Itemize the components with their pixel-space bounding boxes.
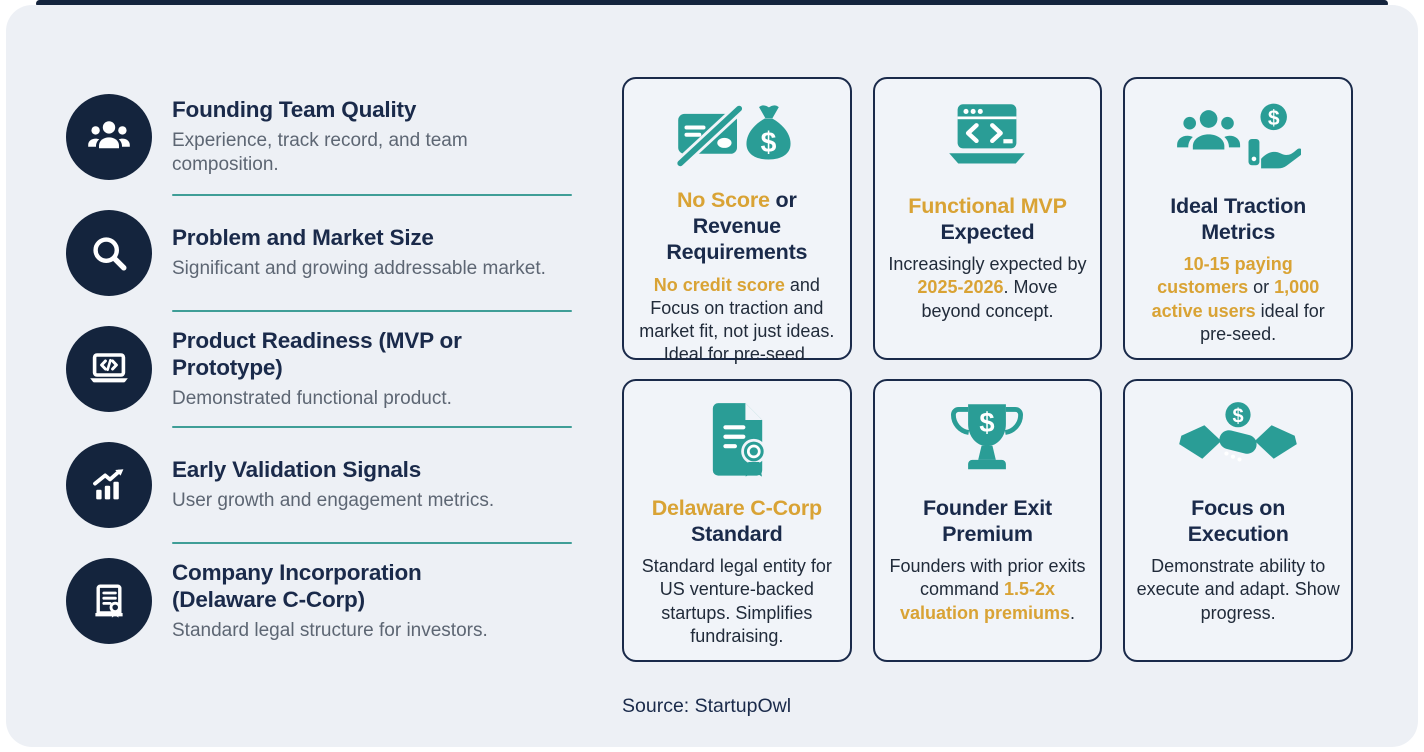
trophy-dollar-icon: $ [924,397,1050,487]
item-text: Founding Team Quality Experience, track … [172,96,572,178]
item-text: Product Readiness (MVP or Prototype) Dem… [172,327,572,412]
item-text: Company Incorporation (Delaware C-Corp) … [172,559,572,644]
list-item-early-validation: Early Validation Signals User growth and… [66,442,572,528]
cards-grid: $ No Score or Revenue Requirements No cr… [622,77,1353,662]
growth-chart-icon [66,442,152,528]
svg-text:$: $ [980,407,995,438]
laptop-mvp-code-icon [924,95,1050,185]
no-credit-card-money-bag-icon: $ [674,95,800,179]
item-text: Problem and Market Size Significant and … [172,224,572,281]
item-description: Demonstrated functional product. [172,387,452,409]
top-accent-bar [36,0,1388,7]
item-text: Early Validation Signals User growth and… [172,456,572,513]
divider [172,542,572,544]
card-title: Functional MVP Expected [908,194,1067,245]
divider [172,310,572,312]
item-title: Founding Team Quality [172,97,417,123]
certificate-icon [66,558,152,644]
users-hand-dollar-icon: $ [1175,95,1302,185]
card-body: Founders with prior exits command 1.5-2x… [889,556,1086,623]
card-functional-mvp: Functional MVP Expected Increasingly exp… [872,77,1103,360]
item-description: Significant and growing addressable mark… [172,257,546,279]
card-delaware-ccorp: Delaware C-Corp Standard Standard legal … [622,379,852,662]
list-item-founding-team: Founding Team Quality Experience, track … [66,94,572,180]
card-no-score-requirements: $ No Score or Revenue Requirements No cr… [622,77,852,364]
card-title: Founder Exit Premium [922,496,1052,547]
item-title: Company Incorporation (Delaware C-Corp) [172,559,422,613]
card-body: Demonstrate ability to execute and adapt… [1136,556,1340,623]
card-body: No credit score and Focus on traction an… [639,274,835,364]
divider [172,426,572,428]
search-icon [66,210,152,296]
item-title: Product Readiness (MVP or Prototype) [172,327,462,381]
list-item-market-size: Problem and Market Size Significant and … [66,210,572,296]
card-founder-exit-premium: $ Founder Exit Premium Founders with pri… [872,379,1103,662]
laptop-code-icon [66,326,152,412]
card-title: Ideal Traction Metrics [1170,194,1307,245]
card-title: Focus on Execution [1187,496,1289,547]
item-description: User growth and engagement metrics. [172,489,495,511]
card-traction-metrics: $ Ideal Traction Metrics 10-15 paying cu… [1123,77,1353,360]
card-body: 10-15 paying customers or 1,000 active u… [1151,254,1325,344]
item-description: Experience, track record, and team compo… [172,129,468,176]
card-title: Delaware C-Corp Standard [651,496,822,547]
criteria-list: Founding Team Quality Experience, track … [66,94,572,644]
svg-text:$: $ [1233,405,1244,427]
item-title: Early Validation Signals [172,457,422,483]
svg-text:$: $ [1268,107,1280,130]
card-focus-on-execution: $ Focus on Execution Demonstrate ability… [1123,379,1353,662]
list-item-product-readiness: Product Readiness (MVP or Prototype) Dem… [66,326,572,412]
card-title: No Score or Revenue Requirements [666,188,808,265]
handshake-dollar-icon: $ [1175,397,1301,487]
card-body: Increasingly expected by 2025-2026. Move… [888,254,1087,321]
divider [172,194,572,196]
list-item-incorporation: Company Incorporation (Delaware C-Corp) … [66,558,572,644]
document-ribbon-icon [674,397,800,487]
card-body: Standard legal entity for US venture-bac… [641,556,832,646]
team-icon [66,94,152,180]
item-title: Problem and Market Size [172,225,434,251]
svg-text:$: $ [760,127,776,159]
source-attribution: Source: StartupOwl [622,695,792,717]
item-description: Standard legal structure for investors. [172,619,488,641]
